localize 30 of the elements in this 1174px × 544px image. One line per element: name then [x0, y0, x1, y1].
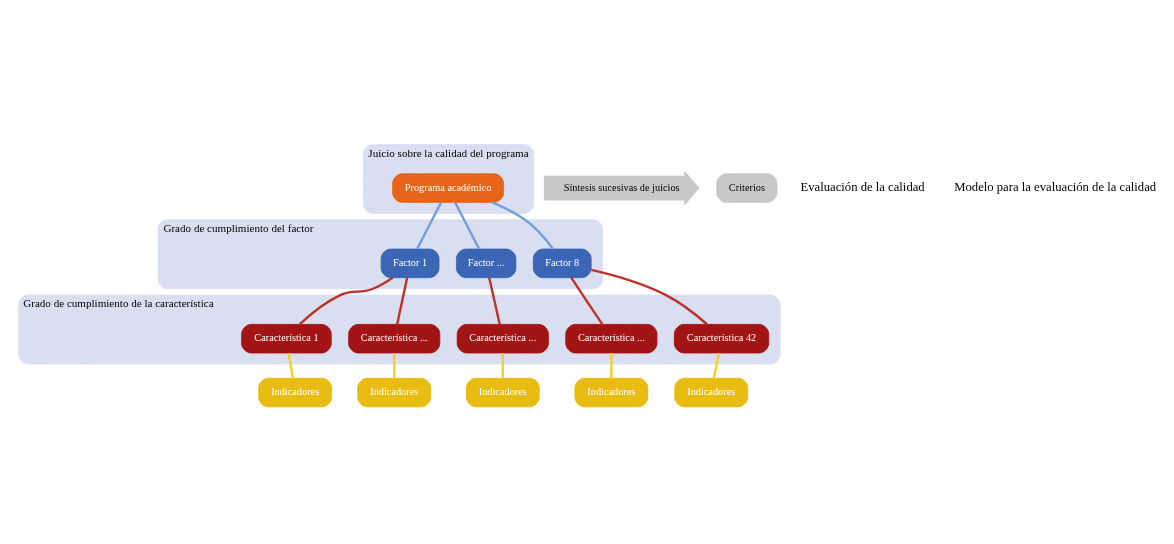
- node-box: Característica ...: [348, 323, 441, 353]
- node-box: Característica 1: [241, 323, 332, 353]
- connector: [591, 268, 708, 325]
- node-box: Característica ...: [456, 323, 549, 353]
- node-box: Característica ...: [565, 323, 658, 353]
- connector: [416, 201, 443, 249]
- node-box: Indicadores: [258, 377, 333, 407]
- connector: [501, 352, 504, 378]
- node-box: Factor 8: [532, 248, 592, 278]
- connector: [712, 352, 720, 378]
- node-box: Programa académico: [392, 172, 505, 203]
- node-box: Criterios: [716, 172, 778, 203]
- node-box: Indicadores: [465, 377, 540, 407]
- label: Modelo para la evaluación de la calidad: [954, 179, 1157, 194]
- node-box: Factor 1: [380, 248, 440, 278]
- node-box: Característica 42: [673, 323, 770, 353]
- connector: [393, 352, 396, 378]
- node-box: Factor ...: [455, 248, 517, 278]
- connector: [454, 201, 481, 249]
- label: Evaluación de la calidad: [800, 179, 925, 194]
- connector: [298, 276, 394, 325]
- connector: [396, 276, 409, 324]
- connector: [610, 352, 613, 378]
- connector: [488, 276, 501, 324]
- node-box: Indicadores: [574, 377, 649, 407]
- node-box: Indicadores: [357, 377, 432, 407]
- connector: [570, 276, 604, 325]
- node-box: Indicadores: [674, 377, 749, 407]
- connector: [287, 352, 295, 378]
- connector: [491, 200, 555, 250]
